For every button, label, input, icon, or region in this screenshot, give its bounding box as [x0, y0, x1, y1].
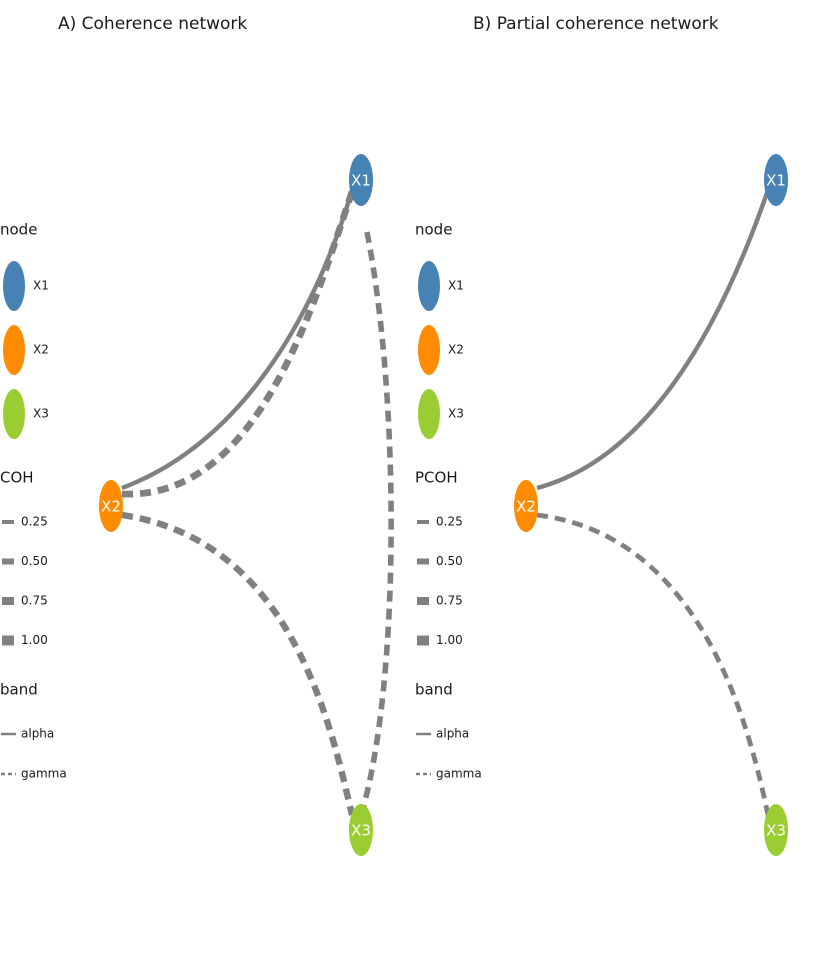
legend-width-label: 1.00: [21, 633, 48, 647]
legend-node-key: [3, 325, 25, 375]
panel-a: A) Coherence networkX1X2X3nodeX1X2X3COH0…: [0, 14, 394, 856]
node-label: X1: [766, 172, 786, 190]
node-circle: [99, 480, 123, 532]
legend-node-label: X3: [448, 407, 464, 421]
node-label: X2: [101, 498, 121, 516]
legend-node-label: X2: [448, 343, 464, 357]
node-circle: [349, 804, 373, 856]
legend-width-label: 0.50: [21, 554, 48, 568]
node-x1: X1: [349, 154, 373, 206]
legend-node-key: [3, 389, 25, 439]
legend-node-title: node: [0, 221, 37, 239]
legend-band-label: alpha: [21, 727, 54, 741]
legend-node-key: [418, 325, 440, 375]
legend-width-title: COH: [0, 469, 34, 487]
legend-node-label: X1: [448, 279, 464, 293]
legend-node-title: node: [415, 221, 452, 239]
legend-band-label: gamma: [21, 767, 67, 781]
legend-band-label: gamma: [436, 767, 482, 781]
edge-x2-x1-alpha: [536, 189, 771, 491]
node-x1: X1: [764, 154, 788, 206]
legend-width-label: 0.25: [436, 515, 463, 529]
panel-title: A) Coherence network: [58, 14, 247, 34]
legend-width-label: 0.25: [21, 515, 48, 529]
legend-width-label: 0.50: [436, 554, 463, 568]
legend-node-label: X3: [33, 407, 49, 421]
node-label: X1: [351, 172, 371, 190]
legend-node-label: X1: [33, 279, 49, 293]
panel-title: B) Partial coherence network: [473, 14, 719, 34]
node-label: X2: [516, 498, 536, 516]
edge-x3-x1-gamma: [359, 231, 394, 813]
node-circle: [514, 480, 538, 532]
legend-node-label: X2: [33, 343, 49, 357]
legend-width-label: 0.75: [21, 594, 48, 608]
legend-width-label: 1.00: [436, 633, 463, 647]
edges: [536, 189, 771, 816]
legend-width-title: PCOH: [415, 469, 458, 487]
node-circle: [764, 154, 788, 206]
legend-band-title: band: [415, 681, 453, 699]
edge-x2-x1-gamma: [121, 190, 356, 498]
legend-node-key: [3, 261, 25, 311]
node-x2: X2: [514, 480, 538, 532]
edge-x2-x3-gamma: [121, 511, 356, 816]
panel-b: B) Partial coherence networkX1X2X3nodeX1…: [415, 14, 788, 856]
legend-width-label: 0.75: [436, 594, 463, 608]
edge-x2-x3-gamma: [536, 512, 771, 816]
node-x3: X3: [349, 804, 373, 856]
node-circle: [349, 154, 373, 206]
legend-band-title: band: [0, 681, 38, 699]
node-x3: X3: [764, 804, 788, 856]
node-circle: [764, 804, 788, 856]
node-label: X3: [766, 822, 786, 840]
node-x2: X2: [99, 480, 123, 532]
node-label: X3: [351, 822, 371, 840]
legend-node-key: [418, 261, 440, 311]
edges: [121, 189, 394, 816]
legend-node-key: [418, 389, 440, 439]
legend-band-label: alpha: [436, 727, 469, 741]
